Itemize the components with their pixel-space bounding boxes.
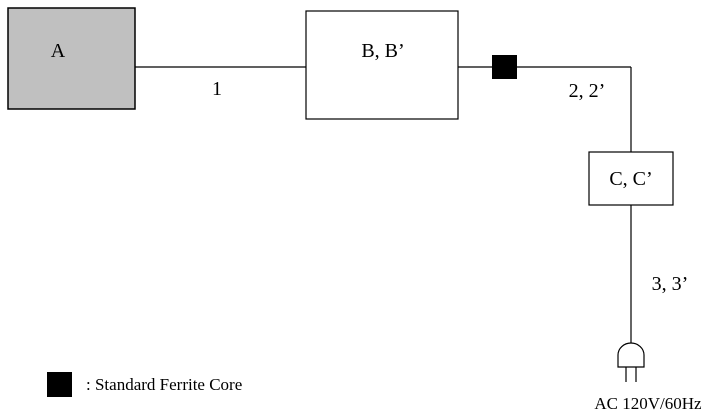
block-a-label: A bbox=[51, 40, 66, 62]
legend-text: : Standard Ferrite Core bbox=[86, 375, 242, 394]
block-c-label: C, C’ bbox=[609, 168, 652, 190]
block-b: B, B’ bbox=[305, 10, 459, 120]
ac-plug-icon bbox=[617, 342, 645, 382]
block-a: A bbox=[7, 7, 136, 110]
legend-ferrite-swatch bbox=[47, 372, 72, 397]
power-label: AC 120V/60Hz bbox=[594, 394, 702, 413]
cable-lines bbox=[135, 66, 632, 345]
ferrite-core bbox=[492, 55, 517, 79]
block-c: C, C’ bbox=[588, 151, 674, 206]
block-a-box bbox=[7, 7, 136, 110]
legend: : Standard Ferrite Core bbox=[47, 372, 242, 397]
cable-2-label: 2, 2’ bbox=[569, 80, 606, 102]
block-b-box bbox=[305, 10, 459, 120]
cable-1-label: 1 bbox=[212, 78, 222, 100]
cable-3-label: 3, 3’ bbox=[652, 273, 689, 295]
block-b-label: B, B’ bbox=[361, 40, 404, 62]
block-c-box bbox=[588, 151, 674, 206]
